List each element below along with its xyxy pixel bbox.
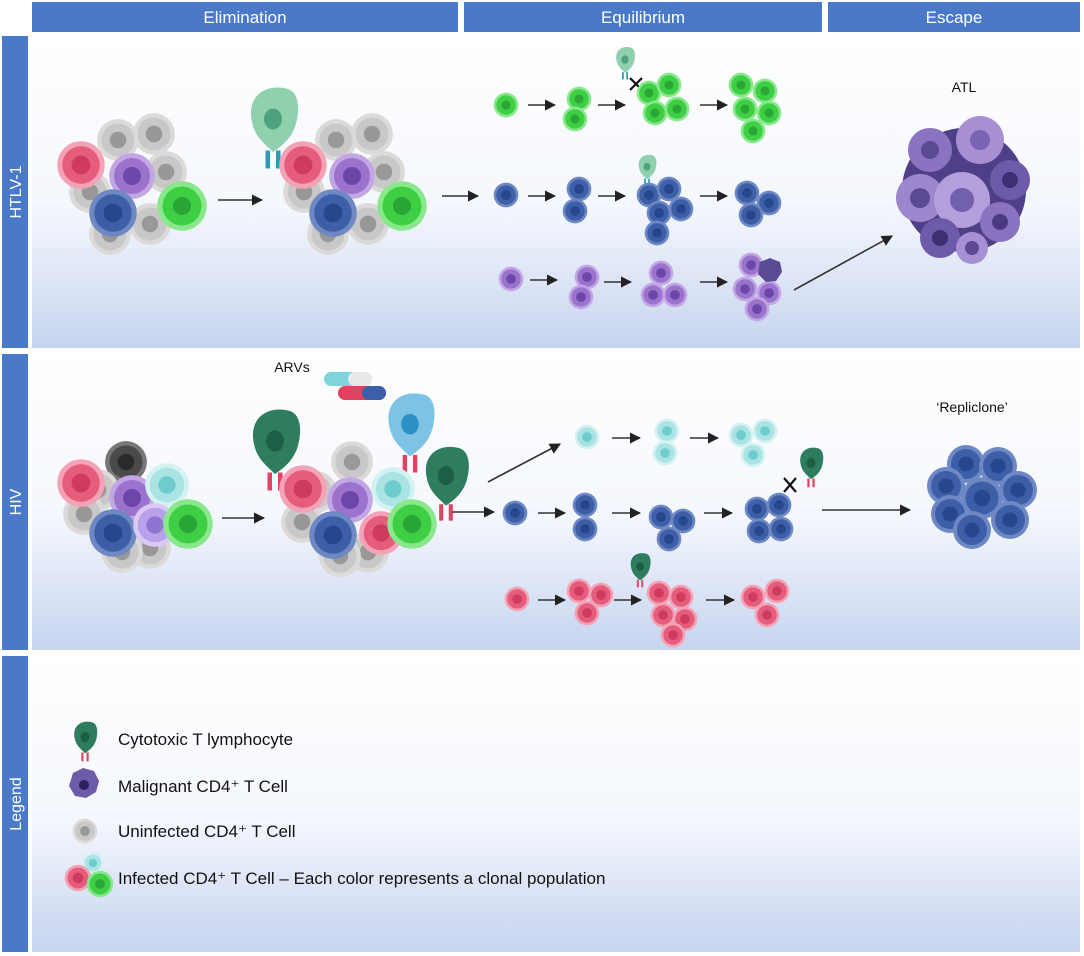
header-equilibrium-label: Equilibrium [601,8,685,27]
atl-malignant-mass [896,116,1030,264]
header-elimination [32,2,458,32]
arvs-capsules-icon [324,372,386,400]
row-label-hiv [2,354,28,650]
row-htlv-text: HTLV-1 [8,165,25,218]
hiv-teal-lane [574,418,778,468]
legend-malignant-icon [69,768,99,798]
row-label-legend [2,656,28,952]
panel-legend [32,656,1080,952]
header-escape-label: Escape [926,8,983,27]
legend-uninfected-icon [72,818,98,844]
htlv-purple-lane [498,252,782,322]
htlv-blue-lane [493,154,782,246]
hiv-blue-lane [502,447,824,552]
atl-label: ATL [952,79,977,95]
arvs-label: ARVs [274,359,310,375]
legend-infected-text: Infected CD4⁺ T Cell – Each color repres… [118,869,605,888]
row-hiv-text: HIV [8,488,25,515]
legend-ctl-text: Cytotoxic T lymphocyte [118,730,293,749]
row-label-htlv [2,36,28,348]
header-elimination-label: Elimination [203,8,286,27]
row-legend-text: Legend [8,777,25,830]
legend-uninfected-text: Uninfected CD4⁺ T Cell [118,822,295,841]
header-equilibrium [464,2,822,32]
repliclone-label: ‘Repliclone’ [936,399,1008,415]
hiv-pink-lane [504,553,790,648]
htlv-green-lane [493,46,782,144]
legend-malignant-text: Malignant CD4⁺ T Cell [118,777,288,796]
header-escape [828,2,1080,32]
